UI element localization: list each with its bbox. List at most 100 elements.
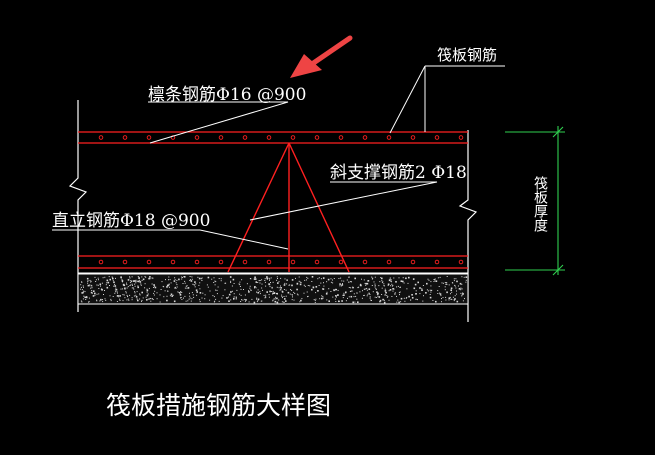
gravel-speck — [148, 298, 150, 300]
gravel-speck — [340, 277, 342, 279]
leader-purlin — [148, 101, 289, 144]
gravel-speck — [257, 291, 259, 294]
gravel-speck — [350, 290, 352, 292]
gravel-speck — [339, 285, 341, 287]
gravel-speck — [177, 291, 179, 293]
gravel-speck — [272, 281, 274, 283]
gravel-speck — [175, 286, 176, 288]
gravel-speck — [162, 285, 164, 287]
gravel-speck — [373, 281, 375, 283]
gravel-speck — [176, 286, 178, 288]
gravel-speck — [259, 282, 261, 284]
gravel-speck — [126, 294, 128, 296]
gravel-speck — [93, 290, 95, 292]
gravel-speck — [360, 284, 362, 287]
gravel-speck — [153, 294, 155, 296]
gravel-speck — [319, 298, 321, 300]
gravel-speck — [80, 300, 82, 302]
gravel-speck — [352, 286, 354, 288]
gravel-speck — [110, 300, 112, 302]
gravel-speck — [441, 301, 442, 303]
gravel-speck — [152, 298, 153, 300]
gravel-speck — [90, 280, 92, 282]
gravel-speck — [339, 283, 341, 285]
gravel-speck — [439, 276, 441, 278]
gravel-speck — [307, 296, 308, 298]
gravel-speck — [456, 290, 457, 292]
gravel-speck — [357, 301, 359, 303]
rebar-section-dot — [290, 259, 296, 265]
gravel-speck — [406, 297, 408, 298]
gravel-speck — [337, 294, 339, 296]
gravel-speck — [330, 291, 332, 292]
gravel-speck — [81, 289, 83, 291]
gravel-speck — [415, 293, 417, 295]
gravel-speck — [276, 297, 278, 300]
gravel-speck — [350, 295, 353, 298]
gravel-speck — [390, 279, 392, 281]
gravel-speck — [255, 281, 258, 283]
gravel-speck — [253, 278, 256, 280]
gravel-speck — [181, 292, 183, 293]
gravel-speck — [137, 299, 139, 302]
gravel-speck — [194, 281, 196, 283]
gravel-speck — [378, 296, 381, 298]
gravel-speck — [376, 288, 377, 290]
gravel-speck — [465, 281, 467, 283]
gravel-speck — [139, 279, 141, 281]
gravel-speck — [461, 295, 463, 297]
gravel-speck — [273, 292, 276, 294]
gravel-speck — [457, 285, 459, 287]
gravel-speck — [265, 296, 266, 298]
gravel-speck — [393, 277, 395, 279]
leaders — [52, 65, 505, 250]
gravel-speck — [364, 282, 366, 284]
gravel-speck — [405, 277, 407, 280]
gravel-speck — [357, 287, 359, 289]
gravel-speck — [306, 276, 308, 278]
gravel-speck — [81, 292, 83, 294]
gravel-speck — [169, 295, 171, 297]
gravel-speck — [199, 299, 201, 301]
rebar-section-dot — [314, 259, 320, 265]
rebar-section-dot — [98, 135, 104, 140]
gravel-speck — [96, 284, 98, 286]
rebar-section-dot — [314, 135, 320, 140]
gravel-speck — [276, 279, 278, 281]
gravel-speck — [131, 283, 133, 285]
rebar-section-dot — [242, 259, 248, 265]
gravel-speck — [250, 289, 252, 291]
gravel-speck — [404, 300, 406, 302]
gravel-speck — [394, 292, 396, 294]
gravel-speck — [106, 282, 108, 284]
gravel-speck — [235, 296, 237, 298]
gravel-speck — [122, 283, 125, 286]
gravel-speck — [91, 285, 93, 287]
gravel-speck — [432, 300, 434, 301]
gravel-speck — [271, 287, 273, 289]
gravel-speck — [148, 277, 150, 280]
gravel-speck — [301, 298, 303, 300]
gravel-speck — [153, 292, 155, 294]
gravel-speck — [395, 281, 397, 283]
gravel-speck — [394, 293, 396, 295]
gravel-speck — [80, 288, 82, 290]
gravel-speck — [166, 286, 168, 288]
rebar-section-dot — [410, 259, 416, 265]
gravel-speck — [389, 289, 392, 291]
gravel-speck — [213, 282, 215, 283]
gravel-speck — [367, 280, 370, 282]
gravel-speck — [444, 289, 446, 291]
gravel-speck — [450, 298, 452, 300]
gravel-speck — [97, 277, 99, 279]
gravel-speck — [396, 295, 397, 297]
gravel-speck — [133, 288, 135, 290]
gravel-speck — [353, 293, 355, 295]
gravel-speck — [102, 301, 104, 303]
gravel-speck — [130, 280, 132, 281]
gravel-speck — [293, 291, 295, 293]
gravel-speck — [448, 284, 450, 286]
gravel-speck — [415, 290, 417, 292]
gravel-speck — [131, 297, 133, 299]
